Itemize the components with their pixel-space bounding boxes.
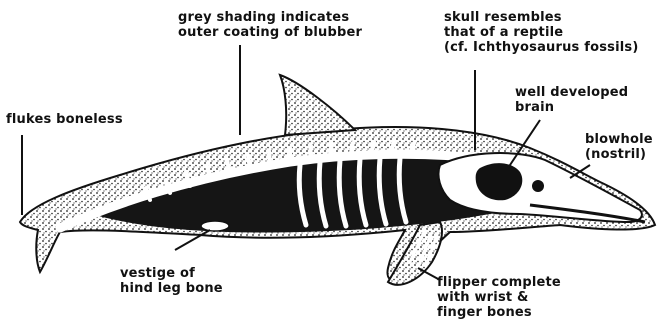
- label-skull-line-3: (cf. Ichthyosaurus fossils): [444, 40, 638, 55]
- label-skull: skull resembles that of a reptile (cf. I…: [444, 10, 638, 55]
- label-brain-line-2: brain: [515, 100, 628, 115]
- label-skull-line-1: skull resembles: [444, 10, 638, 25]
- label-blowhole: blowhole (nostril): [585, 132, 653, 162]
- label-blubber: grey shading indicates outer coating of …: [178, 10, 362, 40]
- label-flipper: flipper complete with wrist & finger bon…: [437, 275, 561, 320]
- hind-leg-vestige: [201, 221, 229, 231]
- label-brain: well developed brain: [515, 85, 628, 115]
- label-blubber-line-2: outer coating of blubber: [178, 25, 362, 40]
- label-blowhole-line-2: (nostril): [585, 147, 653, 162]
- dorsal-fin: [280, 75, 355, 135]
- label-flipper-line-2: with wrist &: [437, 290, 561, 305]
- label-flipper-line-3: finger bones: [437, 305, 561, 320]
- label-hind-leg: vestige of hind leg bone: [120, 266, 223, 296]
- label-skull-line-2: that of a reptile: [444, 25, 638, 40]
- label-flipper-line-1: flipper complete: [437, 275, 561, 290]
- label-blubber-line-1: grey shading indicates: [178, 10, 362, 25]
- label-blowhole-line-1: blowhole: [585, 132, 653, 147]
- eye: [532, 180, 544, 192]
- label-flukes: flukes boneless: [6, 112, 123, 127]
- label-hind-leg-line-1: vestige of: [120, 266, 223, 281]
- label-flukes-line-1: flukes boneless: [6, 112, 123, 127]
- label-hind-leg-line-2: hind leg bone: [120, 281, 223, 296]
- label-brain-line-1: well developed: [515, 85, 628, 100]
